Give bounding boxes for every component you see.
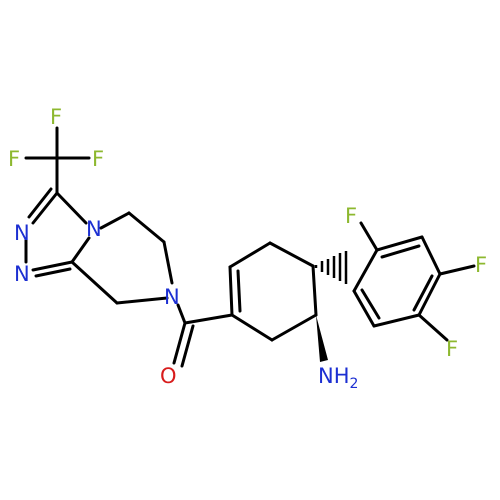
atom-amine-subscript: 2 (350, 376, 359, 392)
atom-n-amide: N (164, 285, 180, 309)
bond-ring-c1-c2 (228, 265, 234, 317)
atom-f-aryl-ortho: F (345, 204, 357, 228)
bond-c5-c6 (127, 211, 166, 244)
bond-aryl-f-ortho (359, 221, 379, 252)
bond-c3-n-upper-double (27, 187, 53, 219)
bond-aryl-c2-c3 (375, 235, 424, 252)
bond-wedge-amine (316, 315, 328, 362)
bond-aryl-f-para (438, 264, 476, 276)
bond-ring-c6-c1 (230, 313, 274, 342)
bond-n-fused-c5 (99, 211, 131, 230)
bond-carbonyl-c-o-double (180, 324, 195, 368)
bond-c8-c8a (70, 260, 119, 305)
bond-aryl-c6-c1-double (360, 288, 381, 320)
atom-amine-main: NH (318, 364, 350, 388)
bond-c3-n-fused (55, 191, 88, 225)
bond-aryl-c2-c3-double (380, 244, 421, 259)
bond-n-lower-c8a-double (34, 267, 72, 278)
bond-aryl-c4-c5 (417, 272, 442, 317)
bond-n-amide-c8 (115, 296, 169, 305)
bond-ring-c2-c3 (228, 241, 272, 269)
atom-f-cf3-right: F (92, 147, 104, 171)
bonds (24, 126, 476, 368)
bond-aryl-c4-c5-double (412, 274, 434, 312)
atom-o-carbonyl: O (160, 364, 177, 388)
bond-aryl-c6-c1 (352, 289, 376, 328)
atom-labels: F F F N N N N O F F F NH2 (8, 105, 487, 392)
bond-c3-n-upper (31, 191, 59, 225)
atom-f-cf3-left: F (8, 147, 20, 171)
bond-aryl-c5-c6 (372, 313, 421, 328)
bond-ring-c3-c4 (268, 241, 315, 268)
atom-f-aryl-meta: F (446, 337, 458, 361)
bond-c6-n-amide (162, 240, 174, 285)
bond-aryl-c1-c2 (352, 248, 379, 293)
bond-c8a-n-fused (70, 236, 91, 264)
atom-f-aryl-para: F (475, 253, 487, 277)
bond-ring-c4-c5 (311, 264, 318, 317)
atom-f-cf3-top: F (50, 105, 62, 129)
atom-amine: NH2 (318, 364, 358, 392)
bond-carbonyl-c-ring (183, 313, 234, 325)
bond-carbonyl-c-o (172, 321, 187, 365)
bond-hash-aryl (314, 251, 348, 284)
atom-n-fused: N (86, 217, 102, 241)
bond-ring-c1-c2-double (236, 269, 242, 313)
bond-n-amide-carbonyl-c (176, 303, 187, 325)
atom-n-triazole-lower: N (14, 262, 30, 286)
atom-n-triazole-upper: N (14, 221, 30, 245)
bond-aryl-c3-c4 (420, 235, 442, 276)
bond-n-lower-c8a (31, 260, 74, 272)
bond-aryl-f-meta (417, 313, 449, 342)
bond-ring-c5-c6 (270, 313, 318, 342)
